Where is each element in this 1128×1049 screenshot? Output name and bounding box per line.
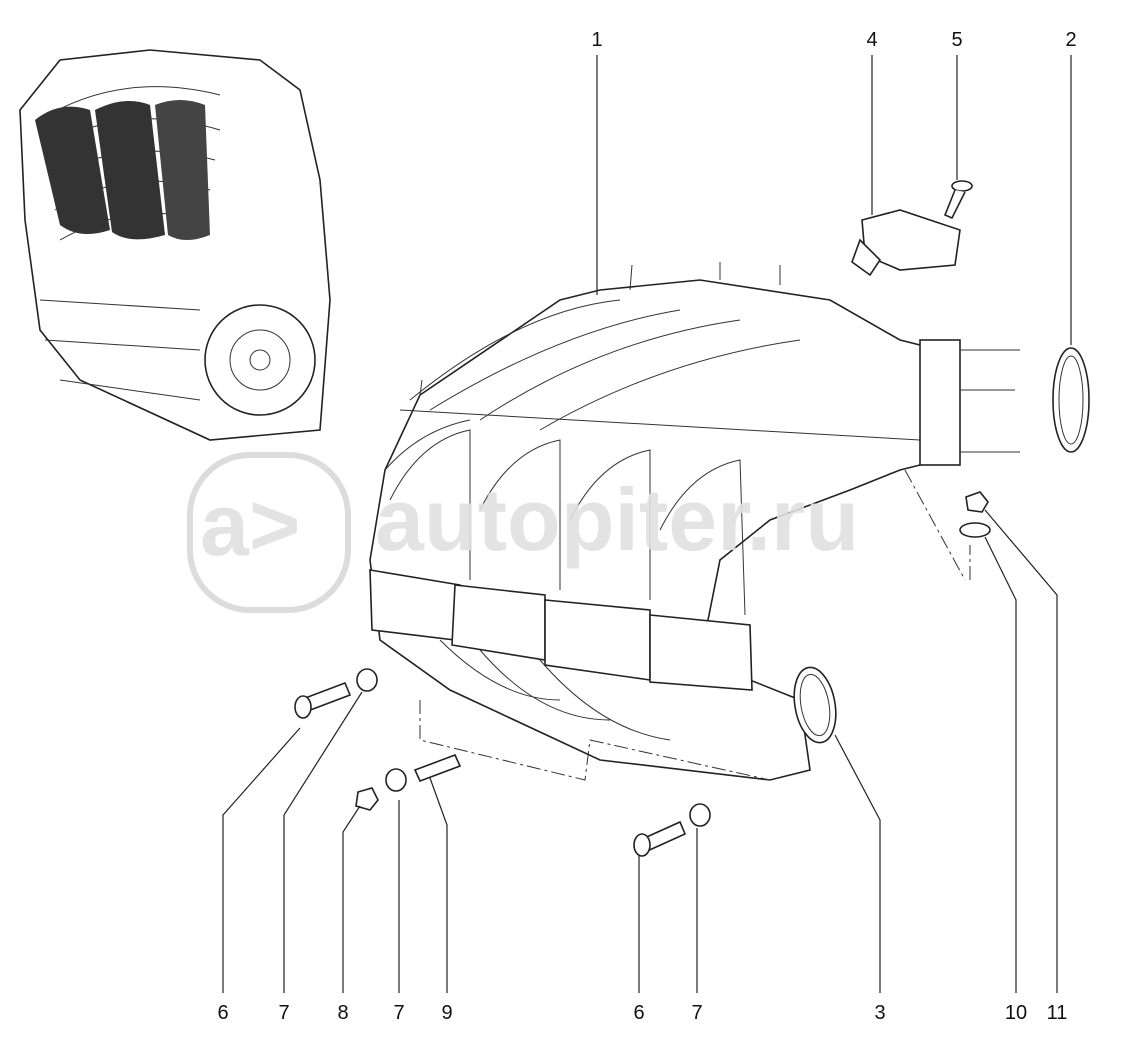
callout-7: 7 [393, 1002, 404, 1024]
watermark-text: autopiter.ru [375, 470, 859, 569]
throttle-flange [919, 339, 961, 466]
callout-5: 5 [951, 29, 962, 51]
callout-8: 8 [337, 1002, 348, 1024]
callout-3: 3 [874, 1002, 885, 1024]
callout-10: 10 [1005, 1002, 1027, 1024]
callout-7: 7 [278, 1002, 289, 1024]
callout-6: 6 [217, 1002, 228, 1024]
engine-overview-illustration [19, 49, 331, 441]
callout-4: 4 [866, 29, 877, 51]
leader-lines [222, 55, 1072, 993]
watermark-logo [187, 452, 351, 613]
washer [689, 803, 711, 827]
intake-manifold [369, 262, 1020, 781]
nut [965, 491, 989, 513]
washer [959, 522, 991, 538]
watermark-logo-text: a> [200, 475, 300, 574]
callouts-top: 1 4 5 2 [591, 29, 1076, 51]
nut [355, 787, 379, 811]
callout-9: 9 [441, 1002, 452, 1024]
callout-1: 1 [591, 29, 602, 51]
stud [413, 753, 462, 783]
callout-7: 7 [691, 1002, 702, 1024]
washer [385, 768, 407, 792]
washer [356, 668, 378, 692]
throttle-gasket [1052, 347, 1090, 453]
callout-11: 11 [1047, 1002, 1068, 1024]
pressure-sensor [851, 209, 961, 277]
callout-2: 2 [1065, 29, 1076, 51]
screw [943, 180, 973, 220]
manifold-gasket [793, 666, 837, 744]
callout-6: 6 [633, 1002, 644, 1024]
watermark: a> autopiter.ru [187, 452, 859, 613]
fasteners [294, 469, 991, 857]
callouts-bottom: 6 7 8 7 9 6 7 3 10 11 [217, 1002, 1067, 1024]
